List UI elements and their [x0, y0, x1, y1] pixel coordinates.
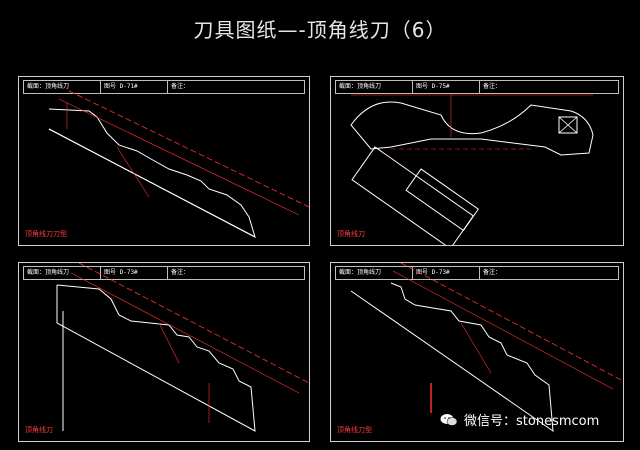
tb-number-2: 图号 D-75#	[413, 81, 480, 93]
title-block-2: 截面：顶角线刀 图号 D-75# 备注：	[335, 80, 619, 94]
panel-3: 截面：顶角线刀 图号 D-73# 备注： 顶角线刀	[18, 262, 310, 442]
title-block-4: 截面：顶角线刀 图号 D-73# 备注：	[335, 266, 619, 280]
profile-drawing-2	[350, 94, 594, 245]
watermark-text: 微信号：stonesmcom	[464, 414, 600, 429]
dim-line-1b	[58, 98, 300, 216]
title-block-1: 截面：顶角线刀 图号 D-71# 备注：	[23, 80, 305, 94]
dim-line-4a	[400, 263, 623, 382]
base-line-1	[48, 128, 256, 238]
profile-drawing-4	[350, 263, 623, 433]
panel-label-1: 顶角线刀刀型	[25, 230, 67, 238]
dim-line-3c	[158, 322, 180, 364]
dim-line-1c	[116, 146, 150, 198]
dim-line-4b	[392, 270, 614, 390]
blade-shank-2	[405, 168, 480, 232]
profile-outline-1	[48, 108, 256, 238]
dim-line-4c	[460, 322, 492, 374]
tb-note-1: 备注：	[171, 83, 190, 90]
drawing-title: 刀具图纸—-顶角线刀（6）	[193, 18, 447, 42]
tb-number-4: 图号 D-73#	[413, 267, 480, 279]
insert-square-2	[558, 116, 578, 134]
profile-outline-4	[350, 282, 554, 433]
tb-section-4: 截面：顶角线刀	[336, 267, 413, 279]
panel-4: 截面：顶角线刀 图号 D-73# 备注： 顶角线刀型	[330, 262, 624, 442]
dim-line-3b	[70, 272, 300, 394]
dim-line-1a	[68, 90, 309, 208]
insert-x2-2	[558, 116, 578, 134]
tb-note-3: 备注：	[171, 269, 190, 276]
blade-body-2	[351, 146, 474, 245]
panel-label-4: 顶角线刀型	[337, 426, 372, 434]
tb-section-1: 截面：顶角线刀	[24, 81, 101, 93]
panel-label-2: 顶角线刀	[337, 230, 365, 238]
profile-drawing-1	[48, 90, 309, 238]
dim-line-3a	[78, 263, 309, 384]
panel-label-3: 顶角线刀	[25, 426, 53, 434]
panel-2: 截面：顶角线刀 图号 D-75# 备注： 顶角线刀	[330, 76, 624, 246]
tb-section-3: 截面：顶角线刀	[24, 267, 101, 279]
wechat-icon	[440, 413, 458, 426]
profile-outline-2	[350, 101, 594, 156]
tb-number-1: 图号 D-71#	[101, 81, 168, 93]
watermark: 微信号：stonesmcom	[440, 410, 599, 429]
profile-outline-3	[56, 284, 256, 432]
title-block-3: 截面：顶角线刀 图号 D-73# 备注：	[23, 266, 305, 280]
tb-section-2: 截面：顶角线刀	[336, 81, 413, 93]
tb-number-3: 图号 D-73#	[101, 267, 168, 279]
tb-note-4: 备注：	[483, 269, 502, 276]
panel-1: 截面：顶角线刀 图号 D-71# 备注： 顶角线刀刀型	[18, 76, 310, 246]
profile-drawing-3	[56, 263, 309, 432]
tb-note-2: 备注：	[483, 83, 502, 90]
